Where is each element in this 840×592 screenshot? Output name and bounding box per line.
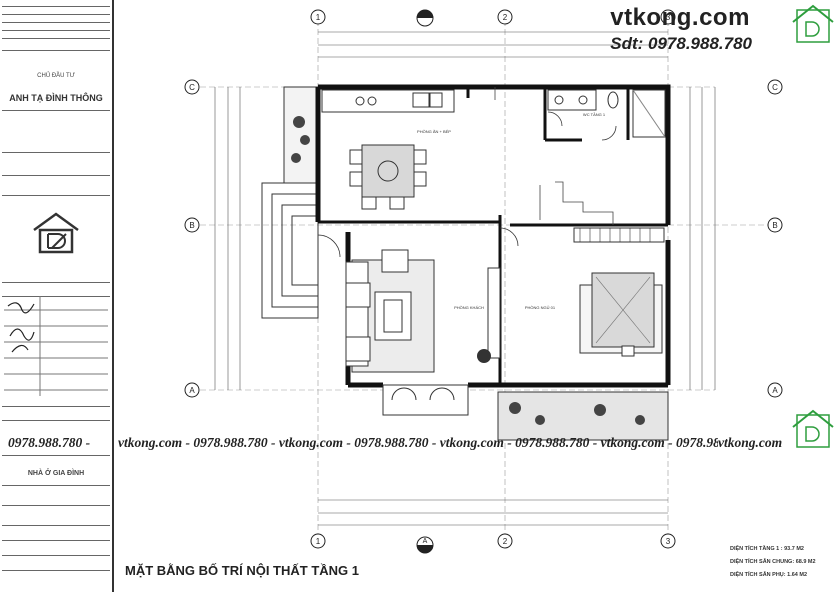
brand-logo-top [792,4,834,43]
brand-site: vtkong.com [610,4,750,31]
grid-label-3-bottom: 3 [666,537,671,546]
area-line-2: DIỆN TÍCH SÂN CHUNG: 68.9 M2 [730,559,816,565]
grid-label-2-top: 2 [503,13,508,22]
title-block: CHỦ ĐẦU TƯ ANH TẠ ĐÌNH THÔNG [0,0,114,592]
owner-name: ANH TẠ ĐÌNH THÔNG [9,93,103,103]
signature-area [4,296,108,396]
watermark-right: vtkong.com [718,435,783,450]
grid-bubbles [184,9,783,549]
brand-logo-right [792,409,834,448]
kitchen-furniture [321,89,455,210]
brand-phone: Sdt: 0978.988.780 [610,34,752,53]
drawing-title: MẶT BẰNG BỐ TRÍ NỘI THẤT TẦNG 1 [125,563,359,578]
room-label-living: PHÒNG KHÁCH [454,305,484,310]
doors [317,111,617,258]
wc-fixtures [547,89,666,138]
grid-label-1-top: 1 [316,13,321,22]
grid-label-1-bottom: 1 [316,537,321,546]
stepped-terrace [261,182,319,319]
company-logo [33,212,79,254]
grid-label-a-right: A [772,386,778,395]
owner-label: CHỦ ĐẦU TƯ [37,73,75,79]
watermark-left: 0978.988.780 - [8,435,91,450]
room-label-wc: WC TẦNG 1 [583,112,606,117]
room-label-bedroom: PHÒNG NGỦ 01 [525,305,556,310]
section-mark-top: A [423,19,428,26]
living-furniture [345,249,501,373]
grid-label-b-left: B [189,221,194,230]
grid-label-c-right: C [772,83,778,92]
area-line-3: DIỆN TÍCH SÂN PHỤ: 1.64 M2 [730,572,808,578]
section-mark-bottom: A [423,538,428,545]
grid-label-2-bottom: 2 [503,537,508,546]
watermark-strip: vtkong.com - 0978.988.780 - vtkong.com -… [118,435,718,450]
grid-label-a-left: A [189,386,195,395]
project-name: NHÀ Ở GIA ĐÌNH [27,470,85,477]
grid-label-b-right: B [772,221,777,230]
front-entrance [382,384,669,441]
brand-header: vtkong.com Sdt: 0978.988.780 [610,4,752,54]
room-label-kitchen: PHÒNG ĂN + BẾP [417,129,451,134]
area-line-1: DIỆN TÍCH TẦNG 1 : 93.7 M2 [730,546,804,552]
section-markers: A A [416,9,434,554]
bedroom-furniture [573,227,665,357]
grid-label-c-left: C [189,83,195,92]
grid-label-3-top: 3 [666,13,671,22]
floor-plan: 1 2 3 1 2 3 C B A C B A A A [184,4,834,554]
